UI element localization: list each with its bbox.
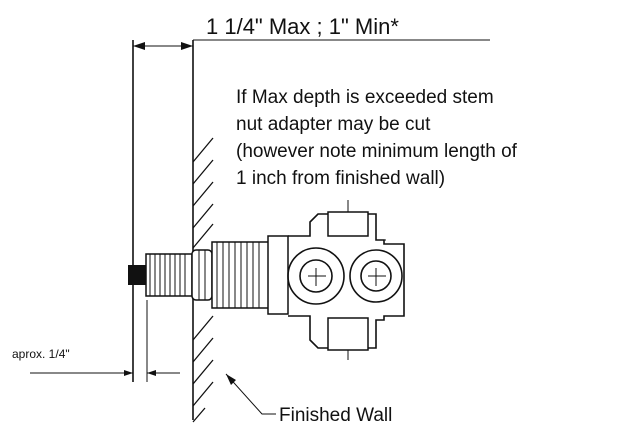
wall-leader-arrow [226,374,236,385]
small-arrow-right [147,370,156,376]
valve-port-left-inner [299,259,333,293]
stem-nut [191,249,213,301]
stem-threads [145,253,193,297]
valve-port-left-outer [287,247,345,305]
arrow-left [133,42,145,50]
note-line-1: If Max depth is exceeded stem [236,87,494,108]
approx-quarter-dimension: aprox. 1/4" [12,300,180,382]
max-min-dimension: 1 1/4" Max ; 1" Min* [132,14,490,382]
valve-collar [267,235,289,315]
valve-outline [288,213,405,349]
note-block: If Max depth is exceeded stem nut adapte… [236,87,518,189]
small-arrow-left [124,370,133,376]
wall-leader [225,373,276,415]
finished-wall-callout: Finished Wall [225,373,392,426]
valve-port-top [327,211,369,237]
valve-port-right-inner [360,260,392,292]
wall-label: Finished Wall [279,405,392,426]
stem-tip [128,265,148,285]
note-line-4: 1 inch from finished wall) [236,168,445,189]
note-line-3: (however note minimum length of [236,141,518,162]
wall-hatch-lower [192,315,214,423]
stem [128,249,213,301]
arrow-right [181,42,193,50]
dimension-label: 1 1/4" Max ; 1" Min* [206,14,399,39]
valve-port-right-outer [349,249,403,303]
stem-nut-adapter [211,241,271,309]
stem-thread-lines [149,254,186,296]
finished-wall [192,40,214,423]
wall-hatch-upper [192,137,214,249]
valve-body [267,200,405,360]
valve-port-bottom [327,317,369,351]
note-line-2: nut adapter may be cut [236,114,431,135]
small-dimension-label: aprox. 1/4" [12,347,70,361]
